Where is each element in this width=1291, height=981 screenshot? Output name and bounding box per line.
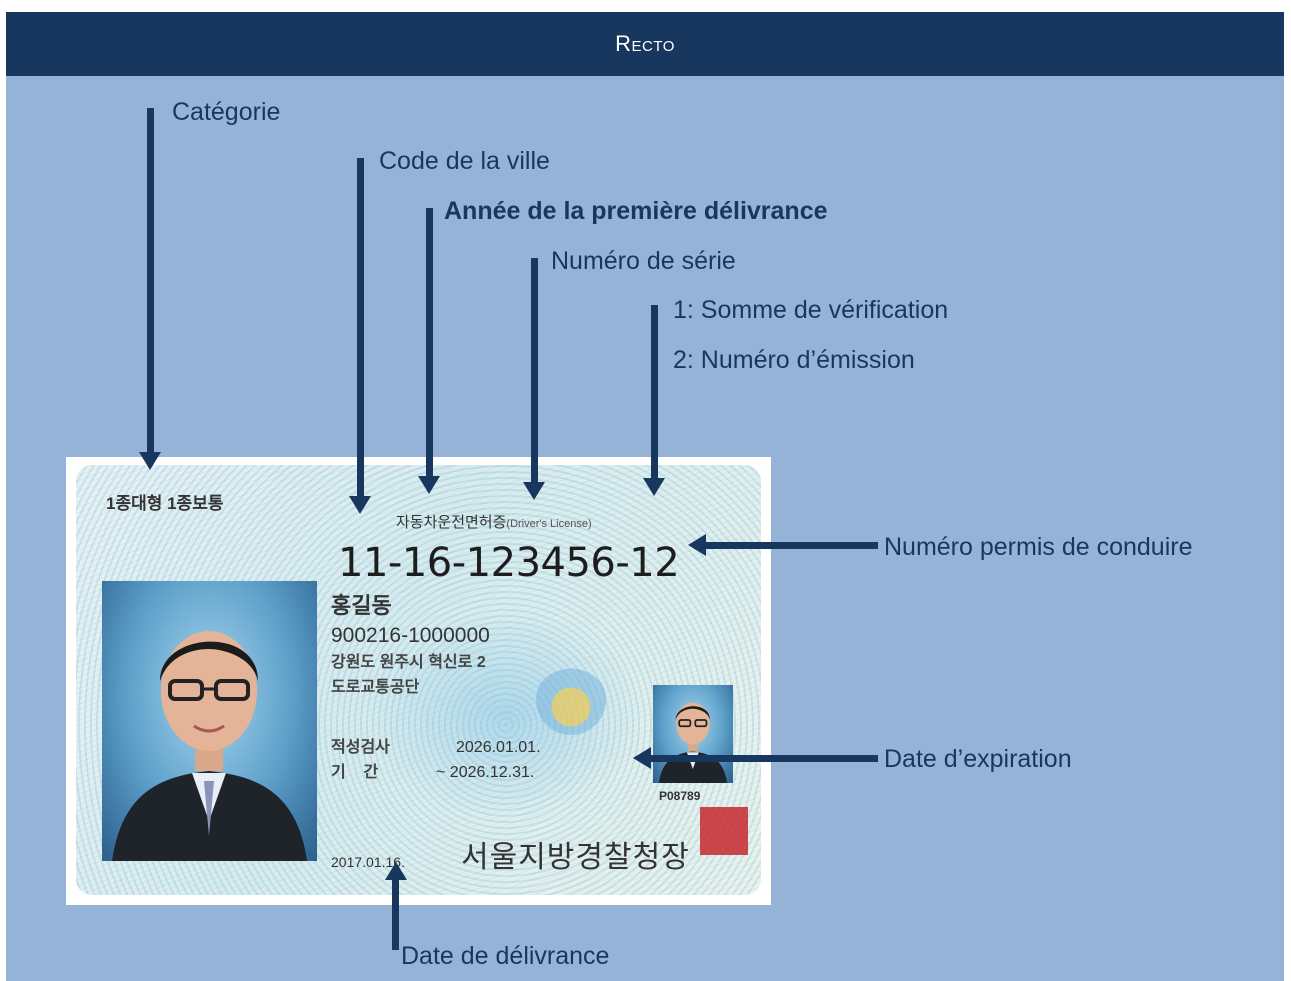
official-seal-icon — [700, 807, 748, 855]
resident-id: 900216-1000000 — [331, 624, 490, 647]
label-city-code: Code de la ville — [379, 147, 550, 175]
holder-address: 강원도 원주시 혁신로 2 — [331, 654, 486, 671]
label-first-issue-year: Année de la première délivrance — [444, 197, 828, 225]
license-number: 11-16-123456-12 — [338, 540, 680, 586]
holder-organization: 도로교통공단 — [331, 679, 420, 696]
arrow-first-issue-shaft — [426, 208, 433, 476]
label-issue-number: 2: Numéro d’émission — [673, 346, 915, 374]
document-panel: Recto Catégorie Code de la ville Année d… — [6, 12, 1284, 981]
arrow-license-number-shaft — [706, 542, 878, 549]
license-card: 1종대형 1종보통 자동차운전면허증(Driver's License) 11-… — [76, 465, 761, 895]
label-license-number: Numéro permis de conduire — [884, 533, 1193, 561]
arrow-first-issue-head — [418, 476, 440, 494]
emblem-icon — [536, 665, 606, 735]
arrow-issue-date-shaft — [392, 878, 399, 950]
arrow-serial-head — [523, 482, 545, 500]
label-checksum: 1: Somme de vérification — [673, 296, 949, 324]
card-title-en: (Driver's License) — [506, 518, 592, 530]
period-date: ~ 2026.12.31. — [436, 764, 535, 781]
test-date: 2026.01.01. — [456, 739, 541, 756]
label-serial-number: Numéro de série — [551, 247, 736, 275]
arrow-serial-shaft — [531, 258, 538, 482]
card-issuer: 서울지방경찰청장 — [461, 841, 690, 874]
holder-photo — [102, 581, 317, 861]
holder-photo-small — [653, 685, 733, 783]
arrow-expiration-head — [633, 747, 651, 769]
arrow-expiration-shaft — [651, 755, 878, 762]
photo-serial: P08789 — [659, 789, 701, 803]
label-issue-date: Date de délivrance — [401, 942, 610, 970]
period-label: 기 간 — [331, 764, 379, 781]
card-title: 자동차운전면허증(Driver's License) — [396, 515, 592, 530]
label-expiration-date: Date d’expiration — [884, 745, 1072, 773]
arrow-city-code-head — [349, 496, 371, 514]
license-card-image: 1종대형 1종보통 자동차운전면허증(Driver's License) 11-… — [66, 457, 771, 905]
arrow-category-shaft — [147, 108, 154, 454]
page-title: Recto — [6, 12, 1284, 76]
arrow-checksum-shaft — [651, 305, 658, 478]
arrow-category-head — [139, 452, 161, 470]
test-label: 적성검사 — [331, 739, 390, 756]
license-class: 1종대형 1종보통 — [106, 494, 224, 513]
card-title-ko: 자동차운전면허증 — [396, 514, 507, 531]
arrow-issue-date-head — [385, 862, 407, 880]
label-category: Catégorie — [172, 98, 281, 126]
holder-name: 홍길동 — [331, 593, 392, 618]
arrow-license-number-head — [688, 534, 706, 556]
arrow-checksum-head — [643, 478, 665, 496]
arrow-city-code-shaft — [357, 158, 364, 498]
